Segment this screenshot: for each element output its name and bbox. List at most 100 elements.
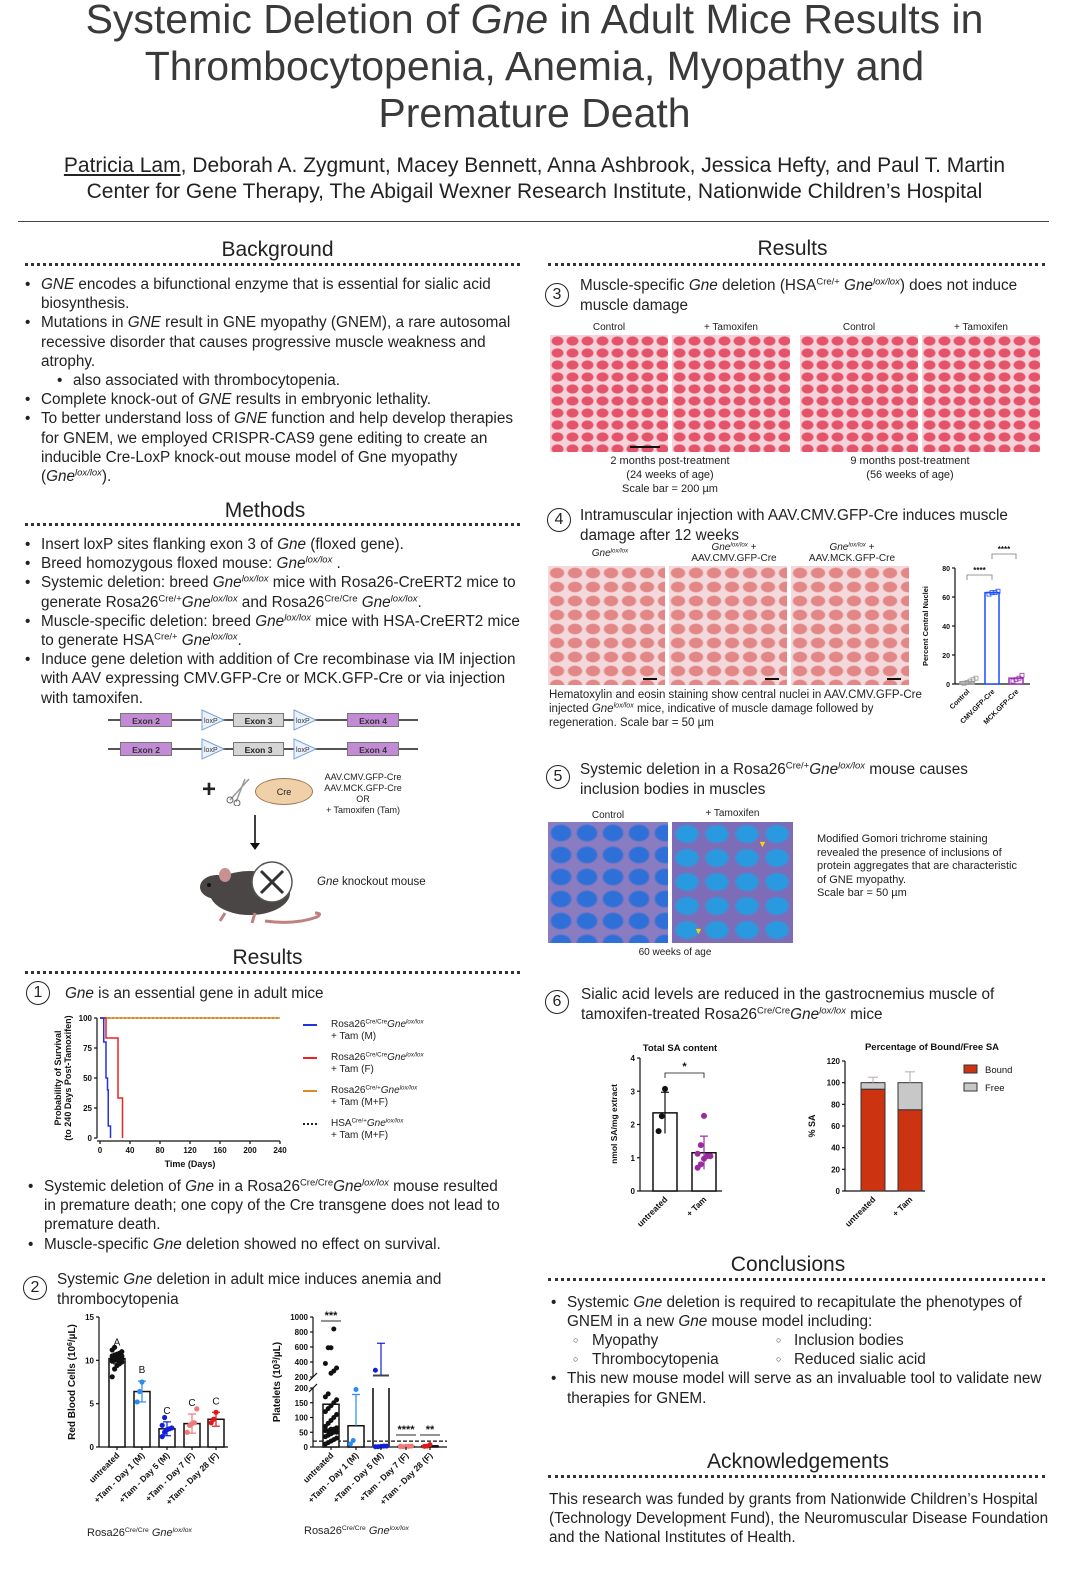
x-tick-label: 240 (273, 1146, 287, 1155)
y-tick-label: 25 (83, 1104, 92, 1113)
conclusion-subitem-row: Thrombocytopenia○Reduced sialic acid (551, 1350, 1046, 1369)
y-tick-label: 150 (295, 1399, 309, 1408)
x-tick-label: 200 (243, 1146, 257, 1155)
y-tick-label: 50 (83, 1074, 92, 1083)
figure-4-title: Intramuscular injection with AAV.CMV.GFP… (580, 506, 1045, 545)
figure-number-1: 1 (26, 981, 50, 1005)
image-label: Control (592, 322, 626, 333)
text-run: Gne (678, 1313, 708, 1331)
text-run: . (237, 632, 242, 650)
text-run: function and help develop therapies for … (41, 410, 513, 486)
text-run: mice (845, 1005, 883, 1023)
text-run: lox/lox (610, 547, 629, 555)
vector-option: AAV.CMV.GFP-Cre (324, 772, 402, 782)
text-run: GNE (41, 276, 75, 293)
trichrome-image-control (548, 822, 668, 943)
text-run: (floxed gene). (306, 536, 404, 553)
data-point (114, 1362, 120, 1369)
y-tick-label: 4 (631, 1054, 636, 1063)
y-tick-label: 40 (831, 1144, 840, 1153)
text-run: Cre/+ (154, 631, 178, 643)
bullet-item: Breed homozygous floxed mouse: Gnelox/lo… (25, 554, 520, 573)
data-point (109, 1356, 115, 1362)
data-point (331, 1429, 337, 1435)
data-point (986, 591, 992, 597)
presenting-author: Patricia Lam (63, 154, 181, 177)
bar (347, 1425, 365, 1448)
vector-option: + Tamoxifen (Tam) (325, 805, 401, 815)
conclusion-subitem: Myopathy (592, 1332, 659, 1350)
data-point (403, 1443, 409, 1449)
text-run: Systemic deletion in a Rosa26 (580, 761, 786, 778)
legend-treatment: + Tam (M) (331, 1031, 377, 1042)
data-point (164, 1427, 170, 1433)
data-point (397, 1444, 403, 1450)
plus-sign: + (202, 776, 217, 803)
data-point (964, 680, 970, 685)
x-tick-label: 120 (183, 1146, 197, 1155)
data-point (116, 1356, 122, 1363)
stacked-bar-segment (860, 1088, 886, 1192)
x-tick-label: +Tam - Day 5 (M) (331, 1450, 386, 1505)
text-run: lox/lox (284, 612, 312, 624)
text-run: Gne (591, 703, 614, 715)
background-bullets: GNE encodes a bifunctional enzyme that i… (25, 275, 520, 486)
legend-item: Rosa26Cre/CreGnelox/lox+ Tam (F) (303, 1052, 424, 1076)
figure-number-6: 6 (545, 990, 569, 1014)
data-point (662, 1085, 668, 1092)
significance-bracket (664, 1072, 705, 1078)
data-point (328, 1431, 334, 1437)
data-point (162, 1429, 168, 1435)
data-point (384, 1443, 390, 1449)
x-tick-label: Control (949, 688, 972, 711)
y-axis-label: Probability of Survival (53, 1030, 63, 1125)
legend-item: HSACre/+Gnelox/lox+ Tam (M+F) (303, 1118, 424, 1142)
data-point (109, 1374, 115, 1380)
text-run: Gne (277, 536, 307, 553)
data-point (334, 1429, 340, 1435)
text-run: Gne (366, 1118, 386, 1129)
data-point (328, 1370, 334, 1376)
data-point (325, 1345, 331, 1351)
bar (158, 1428, 176, 1448)
figure-6-title: Sialic acid levels are reduced in the ga… (581, 985, 1041, 1024)
y-tick-label: 0 (836, 1187, 841, 1196)
text-run: lox/lox (872, 276, 900, 288)
vector-option: OR (356, 794, 370, 804)
x-tick-label: + Tam (890, 1194, 914, 1218)
conclusion-subitem: ○Inclusion bodies (776, 1332, 904, 1350)
data-point (334, 1425, 340, 1431)
y-axis-label: Platelets (103/µL) (272, 1342, 284, 1422)
text-run: Gne (470, 0, 549, 42)
text-run: GNE (234, 410, 268, 428)
svg-text:loxP: loxP (296, 718, 310, 725)
text-run: mouse resulted in premature death; one c… (44, 1178, 500, 1234)
histology-image-tamoxifen-9mo (922, 335, 1040, 452)
conclusions-bullets: Systemic Gne deletion is required to rec… (551, 1293, 1046, 1408)
text-run: Muscle-specific (580, 277, 689, 294)
scissors-icon (226, 778, 250, 806)
bullet-item: Muscle-specific deletion: breed Gnelox/l… (25, 612, 520, 650)
data-point (325, 1432, 331, 1438)
data-point (989, 590, 995, 596)
y-tick-label: 0 (304, 1443, 309, 1452)
legend-item: Rosa26Cre/CreGnelox/lox+ Tam (M) (303, 1019, 424, 1043)
bullet-item: also associated with thrombocytopenia. (25, 371, 520, 390)
data-point (372, 1367, 378, 1373)
bar (959, 681, 975, 685)
data-point (322, 1441, 328, 1447)
y-tick-label: 60 (831, 1122, 840, 1131)
results-heading-left: Results (232, 946, 303, 969)
legend-treatment: + Tam (M+F) (331, 1130, 389, 1141)
y-tick-label: 75 (83, 1044, 92, 1053)
bar (322, 1403, 340, 1448)
text-run: lox/lox (399, 1084, 418, 1092)
y-tick-label: 3 (631, 1087, 636, 1096)
data-point (119, 1353, 125, 1359)
data-point (406, 1443, 412, 1449)
coauthors: , Deborah A. Zygmunt, Macey Bennett, Ann… (180, 154, 1006, 177)
data-point (325, 1406, 331, 1412)
text-run: ). (101, 468, 112, 486)
y-tick-label: 20 (831, 1165, 840, 1174)
loxp-triangle-icon: loxP (201, 709, 226, 731)
